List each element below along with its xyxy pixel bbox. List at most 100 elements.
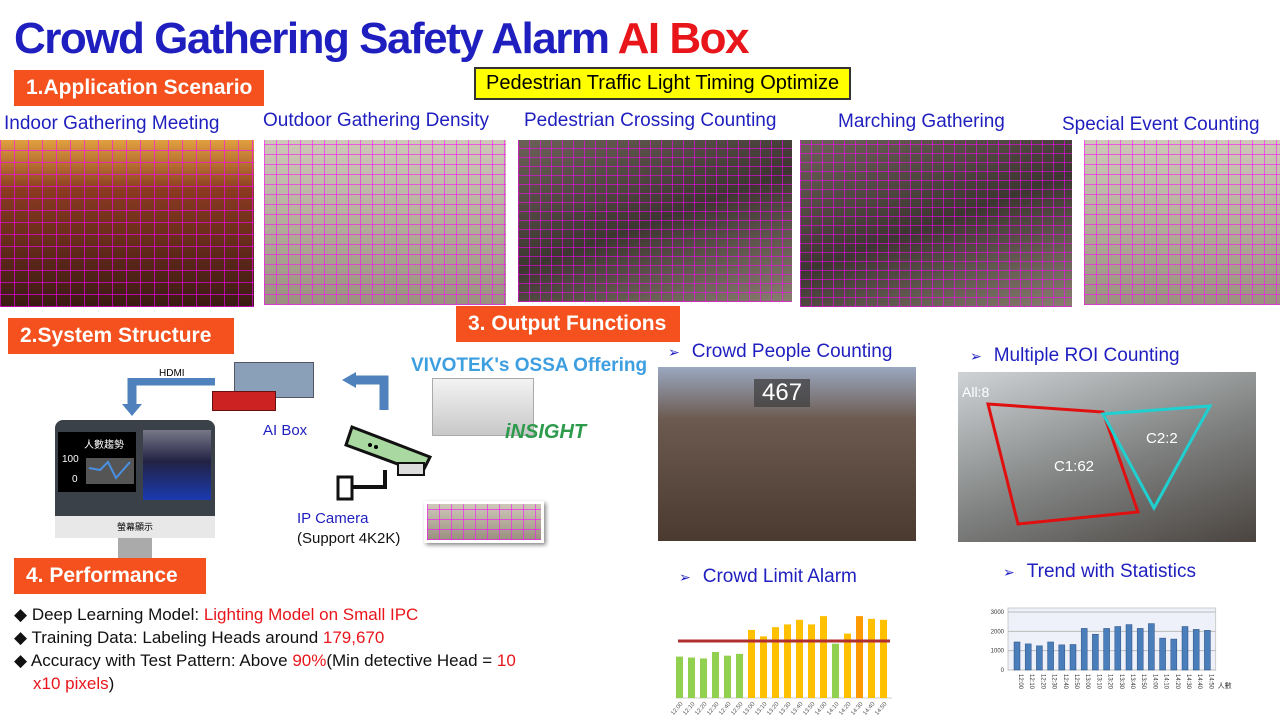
roi-all-count: All:8	[962, 384, 990, 400]
camera-to-box-arrow-icon	[342, 372, 389, 410]
tick-label: 13:10	[1095, 674, 1101, 690]
bar	[688, 657, 695, 698]
ossa-offering-label: VIVOTEK's OSSA Offering	[411, 355, 648, 376]
bar	[712, 652, 719, 698]
bar	[1148, 623, 1155, 671]
bar	[856, 616, 863, 698]
insight-device-image	[432, 378, 534, 436]
monitor-y-label: 0	[72, 474, 78, 485]
bar	[1181, 626, 1189, 671]
monitor-stand	[118, 538, 152, 558]
tick-label: 14:50	[874, 701, 889, 717]
highlight-banner: Pedestrian Traffic Light Timing Optimize	[474, 67, 852, 100]
bar	[844, 633, 851, 698]
bar	[700, 658, 707, 698]
output-trend-title: ➢Trend with Statistics	[1003, 561, 1197, 582]
tick-label: 12:50	[1073, 674, 1079, 690]
series-label: 人數	[1218, 681, 1232, 690]
tick-label: 13:00	[1084, 674, 1090, 690]
bar	[820, 616, 827, 698]
monitor-chart: 人數趨勢 100 0	[58, 432, 136, 492]
tick-label: 14:20	[1174, 674, 1180, 690]
bar	[1058, 644, 1066, 671]
bar	[1092, 633, 1099, 671]
indoor-meeting-photo	[0, 140, 254, 307]
ip-camera-label: IP Camera	[297, 510, 369, 527]
marching-photo	[800, 140, 1072, 307]
bar	[1136, 628, 1144, 671]
ip-camera-icon	[336, 425, 433, 501]
bar	[880, 619, 887, 698]
roi-c2-count: C2:2	[1146, 430, 1178, 447]
bar	[748, 629, 755, 698]
tick-label: 12:10	[1028, 674, 1034, 690]
tick-label: 13:50	[1140, 674, 1146, 690]
performance-item: ◆ Deep Learning Model: Lighting Model on…	[14, 605, 419, 624]
y-tick-label: 1000	[991, 649, 1005, 655]
monitor-y-label: 100	[62, 454, 79, 465]
bar	[772, 627, 779, 698]
monitor: 人數趨勢 100 0 螢幕顯示	[55, 420, 215, 538]
insight-logo: iNSIGHT	[505, 421, 587, 443]
tick-label: 13:20	[1107, 674, 1113, 690]
tick-label: 14:10	[1163, 674, 1169, 690]
tick-label: 14:30	[1185, 674, 1191, 690]
scenario-caption: Pedestrian Crossing Counting	[524, 110, 777, 131]
bar	[1204, 630, 1211, 671]
ai-box-red-device	[212, 391, 276, 411]
roi-counting-photo: All:8 C1:62 C2:2	[958, 372, 1256, 542]
performance-item: ◆ Accuracy with Test Pattern: Above 90%(…	[14, 651, 516, 670]
bar	[1159, 637, 1166, 671]
crowd-limit-alarm-chart: 12:0012:1012:2012:3012:4012:5013:0013:10…	[670, 616, 892, 717]
performance-item: ◆ Training Data: Labeling Heads around 1…	[14, 628, 385, 647]
section-application-scenario: 1.Application Scenario	[14, 70, 265, 106]
special-event-photo	[1084, 140, 1280, 305]
tick-label: 14:40	[1196, 674, 1202, 690]
tick-label: 12:00	[1017, 674, 1023, 690]
section-output-functions: 3. Output Functions	[456, 306, 680, 342]
bar	[1103, 628, 1110, 671]
tick-label: 14:50	[1207, 674, 1213, 690]
bar	[808, 624, 815, 698]
outdoor-density-photo	[264, 140, 506, 305]
bar	[1013, 641, 1021, 671]
monitor-label: 螢幕顯示	[55, 516, 215, 538]
bar	[1069, 644, 1077, 671]
output-roi-title: ➢Multiple ROI Counting	[970, 345, 1180, 366]
bar	[868, 618, 875, 698]
bar	[1125, 624, 1133, 671]
bar	[736, 653, 743, 698]
bar	[1036, 645, 1043, 671]
y-tick-label: 0	[1001, 668, 1005, 674]
bar	[832, 643, 839, 698]
bar	[1080, 628, 1088, 671]
bar	[1114, 626, 1122, 671]
monitor-heatmap-image	[143, 430, 211, 500]
bar	[724, 655, 731, 698]
section-system-structure: 2.System Structure	[8, 318, 234, 354]
bar	[676, 656, 683, 698]
tick-label: 13:40	[1129, 674, 1135, 690]
y-tick-label: 2000	[991, 629, 1005, 635]
scenario-caption: Indoor Gathering Meeting	[4, 113, 220, 134]
bar	[784, 624, 791, 698]
scenario-caption: Special Event Counting	[1062, 114, 1260, 135]
hdmi-label: HDMI	[159, 368, 185, 379]
page-title: Crowd Gathering Safety Alarm AI Box	[14, 14, 749, 63]
scenario-caption: Outdoor Gathering Density	[263, 110, 490, 131]
tick-label: 12:30	[1051, 674, 1057, 690]
output-crowd-counting-title: ➢Crowd People Counting	[668, 341, 893, 362]
crowd-count-value: 467	[754, 379, 811, 407]
bar	[1024, 643, 1032, 671]
camera-sample-photo	[424, 501, 544, 543]
section-performance: 4. Performance	[14, 558, 206, 594]
y-tick-label: 3000	[991, 610, 1005, 616]
tick-label: 14:00	[1151, 674, 1157, 690]
bar	[796, 619, 803, 698]
bar	[1192, 629, 1200, 671]
roi-c1-count: C1:62	[1054, 458, 1095, 475]
bar	[1170, 638, 1178, 671]
output-crowd-alarm-title: ➢Crowd Limit Alarm	[679, 566, 857, 587]
ai-box-label: AI Box	[263, 422, 308, 439]
